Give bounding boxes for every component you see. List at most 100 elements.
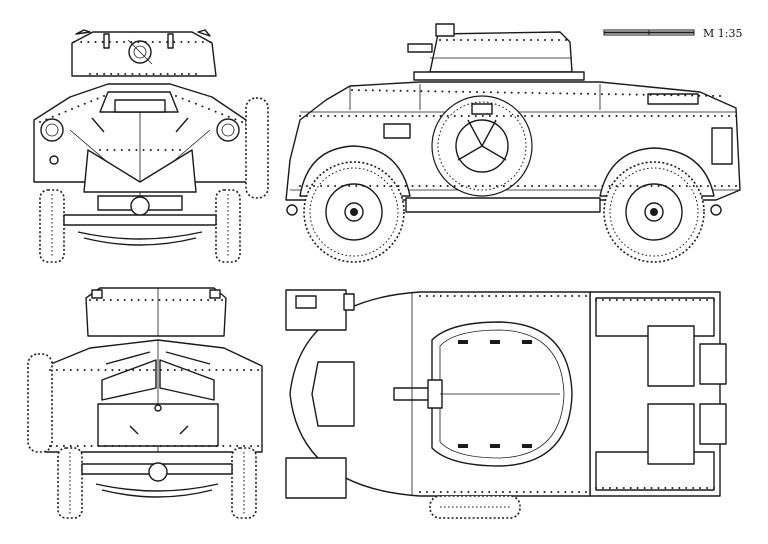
- rivet: [164, 149, 167, 151]
- rivet: [55, 369, 58, 371]
- rivet: [194, 369, 197, 371]
- rivet: [179, 299, 182, 301]
- rivet: [128, 149, 131, 151]
- rivet: [467, 491, 470, 493]
- rivet: [118, 369, 121, 371]
- rivet: [411, 185, 414, 187]
- rivet: [566, 115, 569, 117]
- rivet: [622, 487, 625, 489]
- rivet: [629, 299, 632, 301]
- rivet: [587, 185, 590, 187]
- rivet: [144, 41, 147, 43]
- rivet: [257, 369, 259, 371]
- rivet: [580, 185, 583, 187]
- rivet: [362, 185, 365, 187]
- rivet: [80, 41, 83, 43]
- rivet: [418, 115, 421, 117]
- rivet: [636, 185, 639, 187]
- rivet: [208, 369, 211, 371]
- rivet: [545, 185, 548, 187]
- rivet: [180, 41, 183, 43]
- rivet: [427, 90, 430, 93]
- rivet: [58, 113, 61, 116]
- rivet: [636, 115, 639, 117]
- rivet: [643, 185, 646, 187]
- rivet: [657, 115, 660, 117]
- rivet: [467, 39, 469, 41]
- rivet: [649, 93, 652, 96]
- rivet: [125, 369, 128, 371]
- rivet: [594, 185, 597, 187]
- rivet: [529, 295, 532, 297]
- rivet: [299, 115, 301, 117]
- rivet: [580, 92, 583, 95]
- rivet: [713, 299, 715, 301]
- rivet: [383, 115, 386, 117]
- rivet: [146, 369, 149, 371]
- rivet: [706, 115, 709, 117]
- rivet: [728, 185, 730, 187]
- rivet: [621, 93, 624, 96]
- rivet: [615, 185, 618, 187]
- rivet: [376, 185, 379, 187]
- rivet: [152, 73, 155, 75]
- rivet: [508, 491, 511, 493]
- rivet: [536, 491, 539, 493]
- rivet: [699, 299, 702, 301]
- rivet: [594, 115, 597, 117]
- rivet: [495, 491, 498, 493]
- rivet: [187, 41, 190, 43]
- rivet: [671, 115, 674, 117]
- left-headlight-icon: [40, 118, 64, 142]
- rivet: [83, 369, 86, 371]
- rivet: [229, 445, 232, 447]
- rivet: [650, 185, 653, 187]
- rivet: [132, 369, 135, 371]
- rivet: [685, 299, 688, 301]
- rivet: [397, 185, 400, 187]
- rivet: [214, 299, 217, 301]
- rivet: [615, 487, 618, 489]
- rivet: [460, 295, 463, 297]
- rivet: [656, 94, 659, 96]
- rivet: [628, 93, 631, 96]
- rivet: [341, 115, 344, 117]
- side-hatch: [647, 93, 699, 105]
- rivet: [166, 41, 169, 43]
- rivet: [94, 41, 97, 43]
- scale-label: M 1:35: [703, 27, 742, 40]
- rivet: [69, 369, 72, 371]
- rivet: [77, 105, 80, 108]
- rivet: [495, 295, 498, 297]
- rivet: [508, 295, 511, 297]
- rivet: [684, 94, 687, 97]
- rivet: [692, 299, 695, 301]
- rivet: [552, 92, 555, 95]
- rivet: [559, 115, 562, 117]
- rivet: [123, 299, 126, 301]
- rivet: [250, 369, 253, 371]
- rivet: [608, 299, 611, 301]
- rivet: [106, 149, 109, 151]
- rivet: [564, 295, 567, 297]
- rivet: [108, 41, 111, 43]
- rivet: [510, 91, 513, 94]
- side-view: [285, 23, 741, 263]
- rivet: [172, 299, 175, 301]
- rivet: [530, 39, 532, 41]
- rivet: [376, 115, 379, 117]
- rivet: [460, 39, 462, 41]
- rivet: [699, 185, 702, 187]
- rivet: [585, 295, 587, 297]
- rivet: [111, 445, 114, 447]
- rivet: [111, 369, 114, 371]
- rivet: [399, 89, 402, 92]
- rivet: [636, 299, 639, 301]
- rivet: [76, 445, 79, 447]
- rivet: [327, 115, 330, 117]
- rivet: [99, 149, 101, 151]
- rivet: [460, 115, 463, 117]
- rivet: [636, 487, 639, 489]
- rivet: [62, 369, 65, 371]
